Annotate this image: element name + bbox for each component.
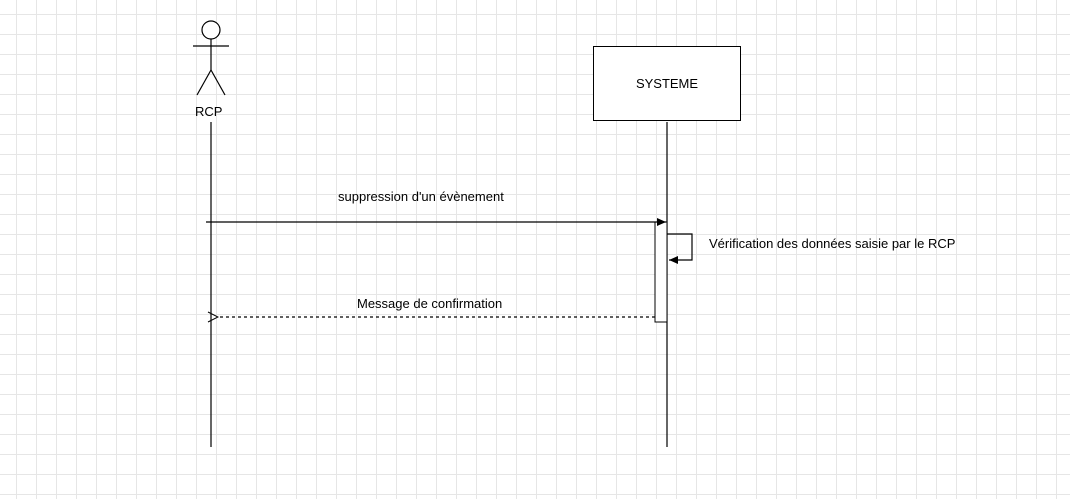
actor-stick-figure-icon[interactable]: [193, 20, 229, 96]
system-participant-label: SYSTEME: [635, 76, 699, 91]
self-message-arrow[interactable]: [667, 233, 693, 264]
system-participant-box[interactable]: SYSTEME: [593, 46, 741, 121]
activation-bar[interactable]: [654, 221, 668, 323]
self-message-label: Vérification des données saisie par le R…: [709, 236, 956, 251]
actor-label: RCP: [195, 104, 223, 119]
return-message-label: Message de confirmation: [357, 296, 503, 311]
request-message-label: suppression d'un évènement: [338, 189, 504, 204]
